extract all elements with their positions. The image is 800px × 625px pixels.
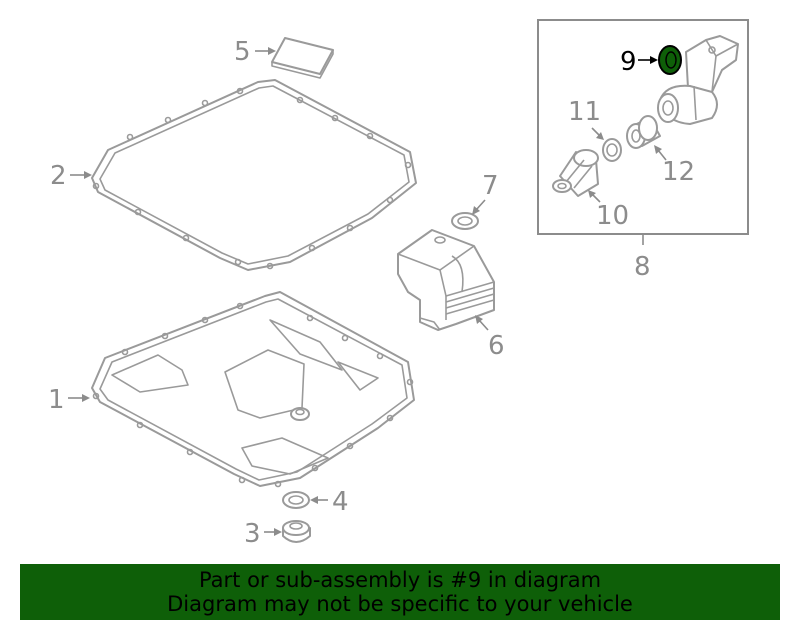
svg-text:8: 8 [634, 252, 651, 282]
part-8-valve-assembly[interactable] [657, 35, 739, 125]
callout-4: 4 [310, 487, 349, 517]
part-9-seal-highlighted[interactable] [658, 45, 682, 75]
callout-7: 7 [472, 171, 499, 215]
callout-10: 10 [588, 190, 629, 231]
callout-5: 5 [234, 37, 276, 67]
part-5-pad[interactable] [271, 37, 334, 79]
svg-text:11: 11 [568, 97, 601, 127]
part-7-seal-ring[interactable] [451, 212, 479, 230]
callout-9: 9 [620, 47, 658, 77]
callout-1: 1 [48, 385, 90, 415]
svg-text:4: 4 [332, 487, 349, 517]
part-11-o-ring[interactable] [602, 138, 622, 162]
callout-8: 8 [634, 252, 651, 282]
part-4-washer[interactable] [282, 491, 310, 509]
part-1-oil-pan[interactable] [91, 291, 415, 488]
svg-text:1: 1 [48, 385, 65, 415]
banner-line-1: Part or sub-assembly is #9 in diagram [198, 568, 602, 592]
part-10-filter-element[interactable] [552, 149, 599, 197]
part-12-sleeve[interactable] [626, 115, 661, 149]
callout-2: 2 [50, 161, 92, 191]
svg-text:12: 12 [662, 157, 695, 187]
callout-6: 6 [475, 315, 505, 361]
svg-text:6: 6 [488, 331, 505, 361]
svg-text:2: 2 [50, 161, 67, 191]
svg-text:3: 3 [244, 519, 261, 549]
callout-3: 3 [244, 519, 282, 549]
part-6-filter[interactable] [397, 229, 495, 331]
svg-text:7: 7 [482, 171, 499, 201]
svg-text:10: 10 [596, 201, 629, 231]
svg-text:9: 9 [620, 47, 637, 77]
info-banner: Part or sub-assembly is #9 in diagram Di… [20, 564, 780, 620]
part-2-gasket[interactable] [91, 79, 417, 271]
svg-text:5: 5 [234, 37, 251, 67]
banner-line-2: Diagram may not be specific to your vehi… [167, 592, 633, 616]
part-3-drain-plug[interactable] [282, 520, 311, 543]
callout-12: 12 [654, 145, 695, 187]
callout-11: 11 [568, 97, 604, 140]
parts-diagram: 5 2 7 [48, 19, 749, 549]
